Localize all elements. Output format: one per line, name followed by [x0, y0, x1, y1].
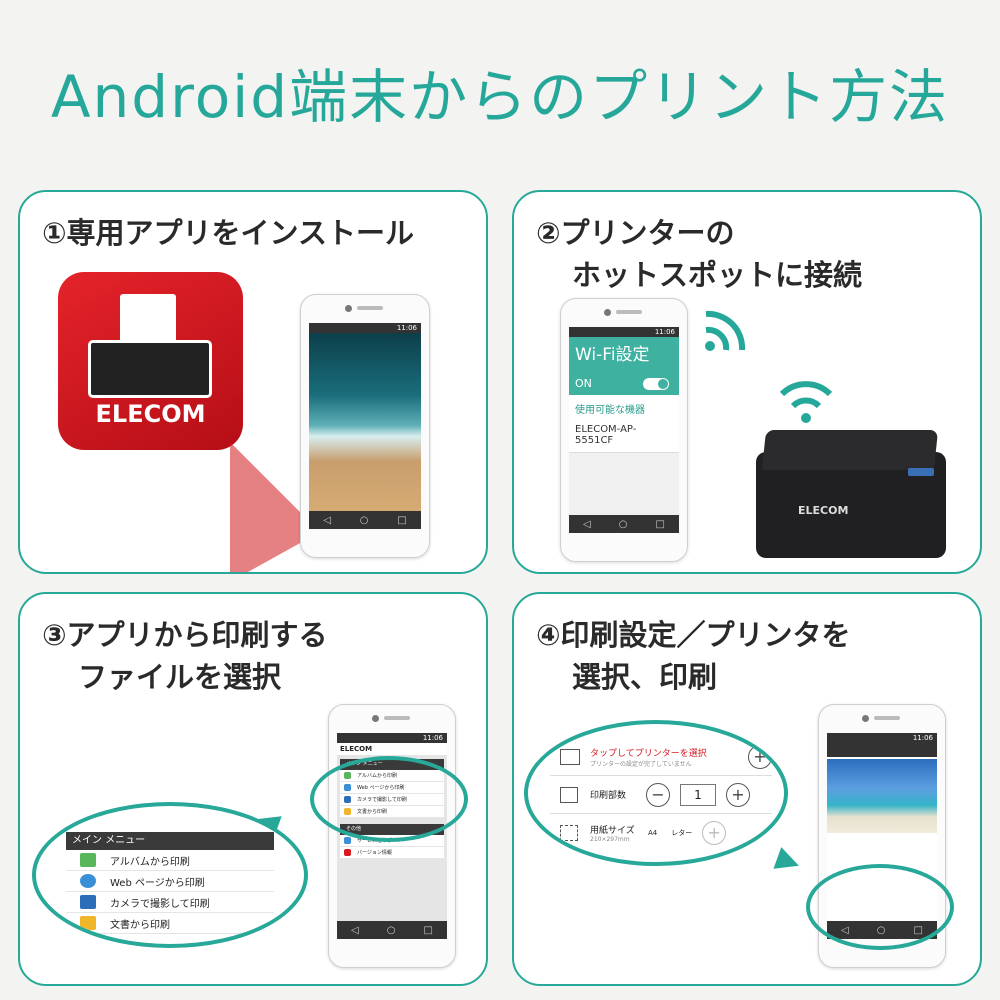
- phone-screen: 11:06 Wi-Fi設定 ON 使用可能な機器 ELECOM-AP-5551C…: [569, 327, 679, 533]
- menu-item-web[interactable]: Web ページから印刷: [66, 871, 274, 892]
- album-icon: [80, 853, 96, 867]
- recents-icon[interactable]: □: [397, 514, 407, 526]
- printer-panel: [908, 468, 934, 476]
- available-devices-label: 使用可能な機器: [575, 405, 645, 416]
- app-brand-bar: ELECOM: [337, 743, 447, 755]
- paper-more-button[interactable]: +: [702, 820, 727, 845]
- list-item[interactable]: バージョン情報: [340, 847, 444, 859]
- camera-app-icon: [80, 895, 96, 909]
- step-1-card: ①専用アプリをインストール ELECOM 11:06 ◁ ○ □: [18, 190, 488, 574]
- back-icon[interactable]: ◁: [323, 514, 332, 526]
- printer-icon: [88, 340, 212, 398]
- menu-item-label: Web ページから印刷: [110, 877, 205, 889]
- app-header: [827, 743, 937, 757]
- paper-size-label: 用紙サイズ: [590, 825, 635, 836]
- support-icon: [344, 837, 351, 844]
- phone-wifi-signal-icon: [705, 310, 746, 351]
- photo-preview: [827, 759, 937, 833]
- wifi-toggle[interactable]: [643, 378, 669, 390]
- network-ssid[interactable]: ELECOM-AP-5551CF: [569, 422, 679, 453]
- copies-input[interactable]: 1: [680, 783, 716, 806]
- phone-home: 11:06 ◁ ○ □: [300, 294, 430, 558]
- copies-icon: [560, 786, 578, 803]
- wifi-on-label: ON: [575, 377, 592, 390]
- beach-wallpaper: [309, 333, 421, 511]
- phone-wifi: 11:06 Wi-Fi設定 ON 使用可能な機器 ELECOM-AP-5551C…: [560, 298, 688, 562]
- copies-label: 印刷部数: [590, 791, 627, 801]
- info-icon: [344, 849, 351, 856]
- elecom-printer: ELECOM: [756, 430, 946, 558]
- menu-item-camera[interactable]: カメラで撮影して印刷: [66, 892, 274, 913]
- speaker-grille: [874, 716, 900, 720]
- elecom-app-icon[interactable]: ELECOM: [58, 272, 243, 450]
- step-2-title: ②プリンターのホットスポットに接続: [536, 216, 863, 292]
- globe-icon: [80, 874, 96, 888]
- paper-letter-option[interactable]: レター: [671, 828, 693, 837]
- zoomed-menu: メイン メニュー アルバムから印刷 Web ページから印刷 カメラで撮影して印刷…: [32, 802, 308, 948]
- step-3-title: ③アプリから印刷するファイルを選択: [42, 618, 328, 694]
- menu-item-label: 文書から印刷: [110, 919, 170, 931]
- printer-icon: [560, 748, 580, 765]
- phone-screen: 11:06 ◁ ○ □: [309, 323, 421, 529]
- step-4-card: ④印刷設定／プリンタを選択、印刷 11:06 ◁ ○ □ ◀ タップしてプリンタ…: [512, 592, 982, 986]
- menu-item-album[interactable]: アルバムから印刷: [66, 850, 274, 871]
- zoomed-print-settings: タップしてプリンターを選択 プリンターの設定が完了していません + 印刷部数 −…: [524, 720, 788, 866]
- status-bar: 11:06: [309, 323, 421, 333]
- speaker-grille: [357, 306, 383, 310]
- printer-select-row[interactable]: タップしてプリンターを選択 プリンターの設定が完了していません +: [550, 738, 772, 776]
- add-printer-button[interactable]: +: [748, 744, 772, 769]
- paper-a4-option[interactable]: A4: [648, 828, 658, 837]
- copies-row: 印刷部数 − 1 +: [550, 776, 772, 814]
- decrement-button[interactable]: −: [646, 782, 670, 807]
- camera-icon: [372, 715, 379, 722]
- page-title: Android端末からのプリント方法: [50, 63, 950, 131]
- speaker-grille: [616, 310, 642, 314]
- menu-item-label: バージョン情報: [357, 850, 392, 856]
- arrow-icon: ◀: [770, 843, 805, 884]
- printer-top: [761, 430, 939, 470]
- printer-select-label: タップしてプリンターを選択: [590, 748, 707, 759]
- wifi-toggle-row[interactable]: ON: [569, 373, 679, 395]
- menu-item-label: アルバムから印刷: [110, 856, 190, 868]
- menu-item-document[interactable]: 文書から印刷: [66, 913, 274, 934]
- status-bar: 11:06: [569, 327, 679, 337]
- camera-icon: [345, 305, 352, 312]
- nav-bar: ◁ ○ □: [569, 515, 679, 533]
- increment-button[interactable]: +: [726, 782, 750, 807]
- speaker-grille: [384, 716, 410, 720]
- wifi-settings-heading: Wi-Fi設定: [569, 337, 679, 373]
- back-icon[interactable]: ◁: [583, 518, 591, 530]
- recents-icon[interactable]: □: [423, 924, 433, 936]
- home-icon[interactable]: ○: [359, 514, 369, 526]
- camera-icon: [604, 309, 611, 316]
- small-highlight-ellipse: [310, 756, 468, 842]
- printer-note: プリンターの設定が完了していません: [590, 760, 692, 768]
- document-icon: [80, 916, 96, 930]
- status-bar: 11:06: [827, 733, 937, 743]
- recents-icon[interactable]: □: [655, 518, 665, 530]
- home-icon[interactable]: ○: [618, 518, 628, 530]
- app-icon-brand: ELECOM: [95, 400, 206, 428]
- paper-size-row: 用紙サイズ 210×297mm A4 レター +: [550, 814, 772, 851]
- printer-wifi-signal-icon: [779, 381, 833, 423]
- camera-icon: [862, 715, 869, 722]
- step-1-title: ①専用アプリをインストール: [42, 216, 414, 250]
- status-bar: 11:06: [337, 733, 447, 743]
- paper-size-icon: [560, 824, 578, 841]
- nav-bar: ◁ ○ □: [337, 921, 447, 939]
- menu-item-label: カメラで撮影して印刷: [110, 898, 210, 910]
- printer-brand: ELECOM: [798, 504, 849, 517]
- main-menu-header: メイン メニュー: [66, 832, 274, 850]
- step-2-card: ②プリンターのホットスポットに接続 11:06 Wi-Fi設定 ON 使用可能な…: [512, 190, 982, 574]
- paper-size-note: 210×297mm: [590, 835, 630, 843]
- nav-bar: ◁ ○ □: [309, 511, 421, 529]
- back-icon[interactable]: ◁: [351, 924, 359, 936]
- home-icon[interactable]: ○: [386, 924, 396, 936]
- small-highlight-ellipse: [806, 864, 954, 950]
- step-3-card: ③アプリから印刷するファイルを選択 11:06 ELECOM メイン メニュー …: [18, 592, 488, 986]
- step-4-title: ④印刷設定／プリンタを選択、印刷: [536, 618, 851, 694]
